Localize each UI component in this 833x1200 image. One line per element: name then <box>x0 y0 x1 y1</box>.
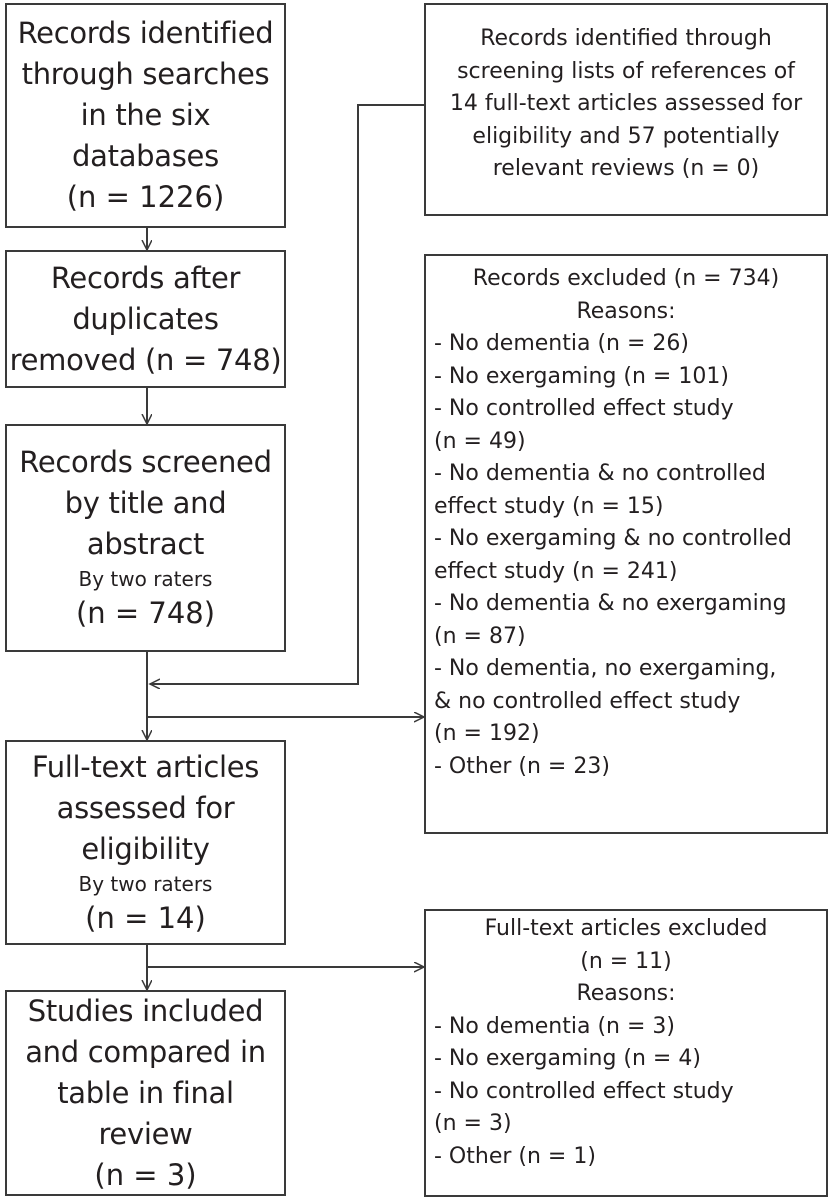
reason-item: (n = 192) <box>434 721 540 746</box>
reference-screening-line: 14 full-text articles assessed for <box>449 91 803 116</box>
reason-item: effect study (n = 15) <box>434 493 664 519</box>
reason-item: - No dementia (n = 3) <box>434 1013 675 1039</box>
reason-item: (n = 49) <box>434 428 526 454</box>
box-records-screened: Records screened by title and abstract B… <box>5 424 286 652</box>
reference-screening-line: eligibility and 57 potentially <box>472 123 780 149</box>
fulltext-excluded-reasons-label: Reasons: <box>576 981 676 1006</box>
box-records-excluded: Records excluded (n = 734) Reasons: - No… <box>424 254 828 834</box>
box-records-after-duplicates-text: Records after duplicates removed (n = 74… <box>9 260 282 377</box>
box-records-screened-text: Records screened by title and abstract <box>19 445 272 561</box>
reason-item: - Other (n = 23) <box>434 753 610 779</box>
reference-screening-line: relevant reviews (n = 0) <box>492 156 760 181</box>
reason-item: - Other (n = 1) <box>434 1143 596 1169</box>
box-records-after-duplicates: Records after duplicates removed (n = 74… <box>5 250 286 388</box>
reason-item: - No exergaming (n = 4) <box>434 1046 701 1071</box>
box-records-identified-count: (n = 1226) <box>66 180 225 214</box>
reason-item: - No exergaming & no controlled <box>434 526 792 551</box>
box-fulltext-assessed-count: (n = 14) <box>85 900 206 935</box>
box-records-identified: Records identified through searches in t… <box>5 3 286 228</box>
records-excluded-header: Records excluded (n = 734) <box>472 266 780 291</box>
fulltext-excluded-reasons: - No dementia (n = 3) - No exergaming (n… <box>434 1011 818 1174</box>
box-studies-included: Studies included and compared in table i… <box>5 990 286 1196</box>
reason-item: - No controlled effect study <box>434 396 734 421</box>
reason-item: - No dementia & no controlled <box>434 461 766 486</box>
box-fulltext-excluded: Full-text articles excluded (n = 11) Rea… <box>424 909 828 1197</box>
box-fulltext-assessed-text: Full-text articles assessed for eligibil… <box>31 749 260 866</box>
reason-item: - No dementia, no exergaming, <box>434 656 777 681</box>
box-records-identified-text: Records identified through searches in t… <box>17 16 274 173</box>
box-fulltext-assessed-raters: By two raters <box>78 871 213 896</box>
reason-item: & no controlled effect study <box>434 688 741 714</box>
reference-screening-line: Records identified through <box>480 26 772 51</box>
reason-item: (n = 87) <box>434 623 526 649</box>
reason-item: effect study (n = 241) <box>434 558 678 584</box>
fulltext-excluded-count: (n = 11) <box>580 948 672 974</box>
box-studies-included-text: Studies included and compared in table i… <box>25 993 266 1151</box>
box-fulltext-assessed: Full-text articles assessed for eligibil… <box>5 740 286 945</box>
reason-item: - No exergaming (n = 101) <box>434 363 729 389</box>
box-studies-included-count: (n = 3) <box>94 1157 197 1192</box>
box-reference-screening: Records identified through screening lis… <box>424 3 828 216</box>
box-records-screened-raters: By two raters <box>78 567 213 591</box>
reason-item: (n = 3) <box>434 1111 512 1136</box>
reason-item: - No dementia & no exergaming <box>434 591 787 616</box>
records-excluded-reasons: - No dementia (n = 26) - No exergaming (… <box>434 328 818 783</box>
fulltext-excluded-header: Full-text articles excluded <box>484 916 768 941</box>
reason-item: - No controlled effect study <box>434 1078 734 1104</box>
reference-screening-line: screening lists of references of <box>457 58 795 84</box>
reason-item: - No dementia (n = 26) <box>434 331 689 356</box>
records-excluded-reasons-label: Reasons: <box>576 298 676 324</box>
box-records-screened-count: (n = 748) <box>75 596 216 630</box>
